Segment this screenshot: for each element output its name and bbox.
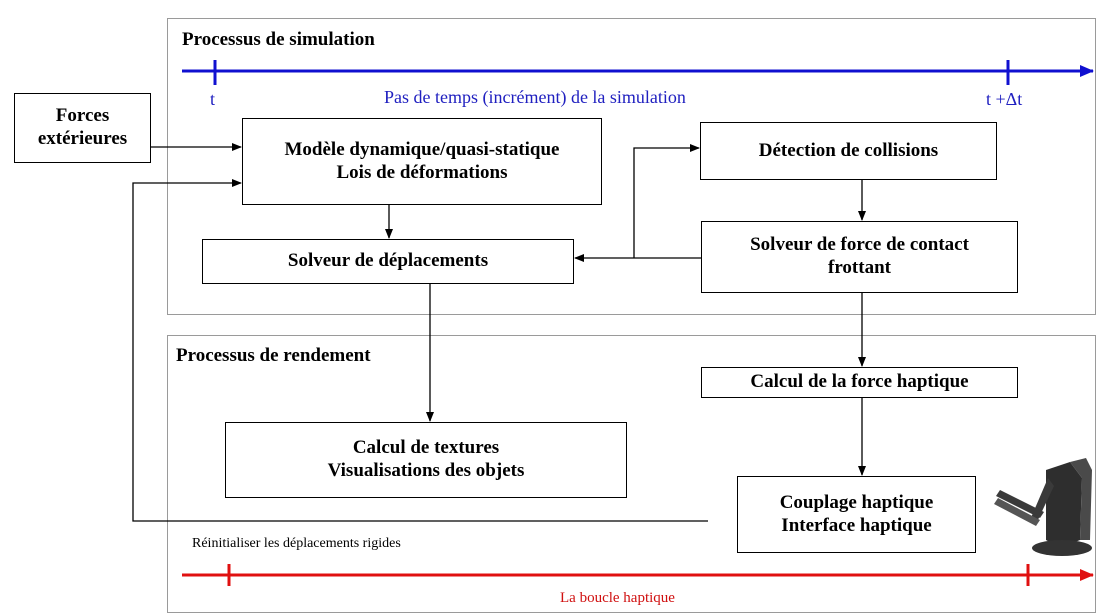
timeline-label: Pas de temps (incrément) de la simulatio…: [384, 87, 686, 107]
contact-solver-line1: Solveur de force de contact: [750, 234, 969, 256]
displacement-solver-line1: Solveur de déplacements: [287, 250, 489, 272]
haptic-device-icon: [994, 458, 1092, 556]
haptic-coupling-line2: Interface haptique: [781, 514, 932, 536]
simulation-timeline: [182, 60, 1094, 85]
timeline-start-label: t: [210, 89, 216, 109]
haptic-coupling-line1: Couplage haptique: [779, 491, 934, 513]
haptic-loop-timeline: [182, 564, 1094, 586]
timeline-end-label: t +Δt: [986, 89, 1023, 109]
dynamic-model-box: Modèle dynamique/quasi-statique Lois de …: [242, 118, 602, 205]
textures-box: Calcul de textures Visualisations des ob…: [225, 422, 627, 498]
collision-detection-box: Détection de collisions: [700, 122, 997, 180]
dynamic-model-line1: Modèle dynamique/quasi-statique: [284, 138, 560, 160]
external-forces-box: Forces extérieures: [14, 93, 151, 163]
reinit-label: Réinitialiser les déplacements rigides: [192, 536, 401, 551]
haptic-coupling-box: Couplage haptique Interface haptique: [737, 476, 976, 553]
external-forces-line2: extérieures: [37, 128, 128, 149]
rendering-process-title: Processus de rendement: [176, 345, 371, 366]
haptic-force-line1: Calcul de la force haptique: [750, 371, 969, 393]
simulation-process-title: Processus de simulation: [182, 29, 375, 50]
external-forces-line1: Forces: [55, 105, 110, 127]
dynamic-model-line2: Lois de déformations: [336, 161, 508, 183]
contact-solver-box: Solveur de force de contact frottant: [701, 221, 1018, 293]
textures-line1: Calcul de textures: [352, 437, 500, 459]
collision-detection-line1: Détection de collisions: [758, 139, 939, 161]
haptic-force-box: Calcul de la force haptique: [701, 367, 1018, 398]
haptic-loop-label: La boucle haptique: [560, 590, 675, 606]
contact-solver-line2: frottant: [828, 257, 891, 278]
displacement-solver-box: Solveur de déplacements: [202, 239, 574, 284]
textures-line2: Visualisations des objets: [327, 460, 525, 481]
